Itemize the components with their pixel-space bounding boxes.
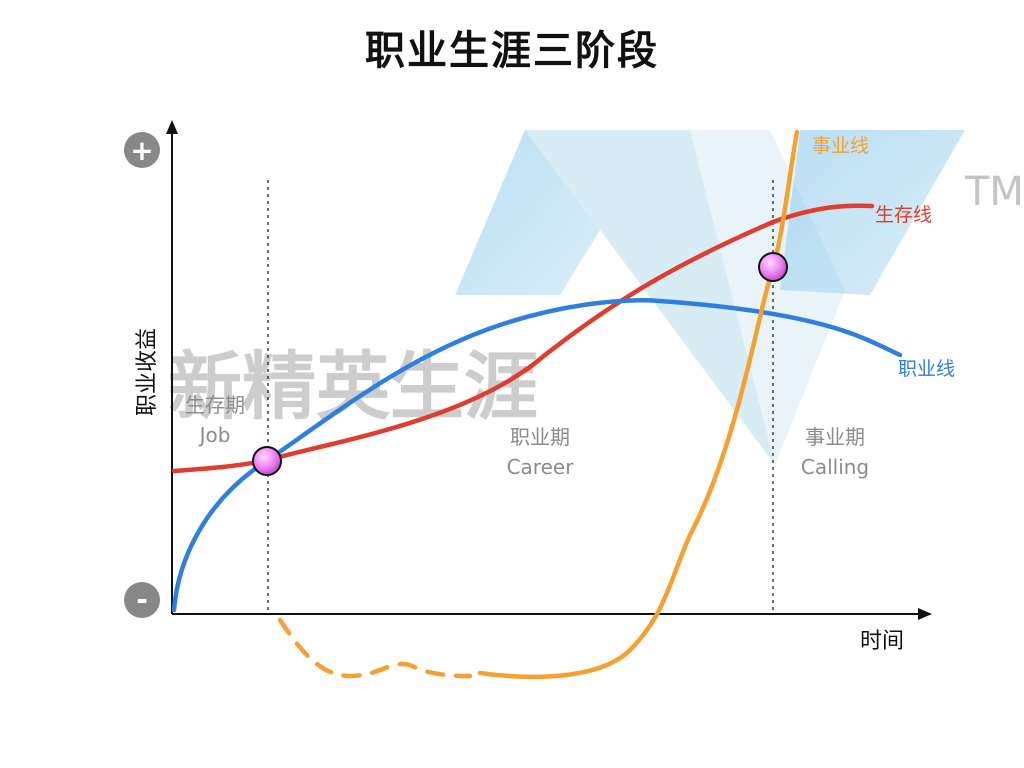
x-axis-label: 时间 — [860, 629, 904, 654]
phase-job-name: 生存期 — [185, 393, 245, 417]
survival-line-label: 生存线 — [875, 204, 932, 226]
logo-right-wing — [780, 130, 965, 295]
career-line — [171, 298, 903, 613]
calling-line-dashed-segment — [277, 617, 473, 679]
phase-calling-name: 事业期 — [805, 425, 865, 449]
y-axis-arrow — [166, 120, 178, 134]
diagram-title: 职业生涯三阶段 — [365, 28, 659, 74]
y-axis-plus-sign: + — [124, 132, 160, 168]
watermark-text: 新精英生涯 — [168, 344, 538, 430]
phase-calling-english: Calling — [801, 455, 869, 479]
calling-line-label: 事业线 — [812, 135, 869, 157]
trademark-text: TM — [964, 169, 1024, 215]
phase-job-english: Job — [198, 423, 231, 447]
logo-center-band — [525, 130, 775, 465]
phase-career-name: 职业期 — [510, 425, 570, 449]
intersection-marker-calling — [758, 252, 788, 282]
plus-icon — [124, 132, 160, 168]
y-axis-minus-sign: - — [124, 582, 160, 618]
intersection-marker-job — [252, 446, 282, 476]
career-line-label: 职业线 — [898, 358, 955, 380]
minus-sign-text: - — [136, 583, 148, 616]
plus-sign-text: + — [130, 134, 153, 167]
y-axis-label: 职业收益 — [135, 328, 160, 416]
logo-left-wing — [455, 130, 600, 295]
logo-watermark: TM — [455, 130, 1024, 465]
x-axis-arrow — [918, 608, 932, 620]
phase-career-english: Career — [507, 455, 575, 479]
calling-line-solid-segment — [477, 129, 800, 680]
minus-icon — [124, 582, 160, 618]
